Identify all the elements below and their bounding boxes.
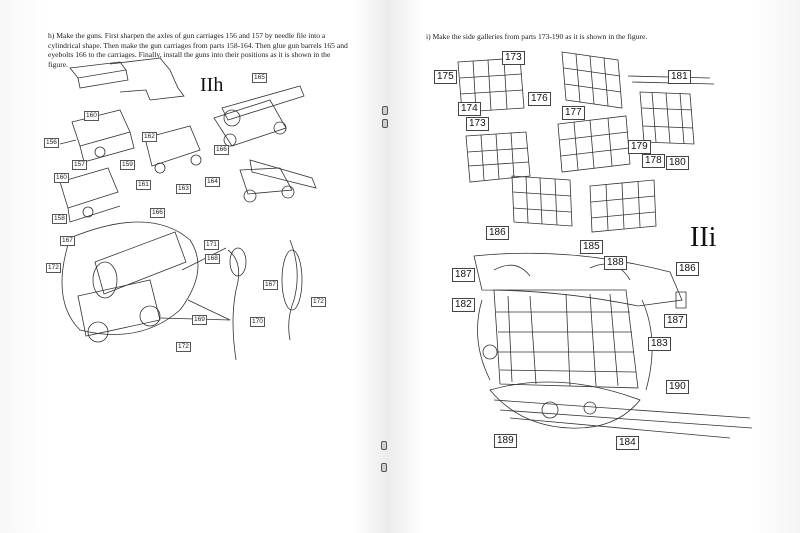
right-figure-title: IIi [690,222,717,253]
part-label: 170 [250,317,265,327]
part-label: 160 [54,173,69,183]
part-label: 157 [72,160,87,170]
left-figure-title: IIh [200,74,224,96]
part-label: 173 [502,51,525,65]
part-label: 167 [60,236,75,246]
part-label: 178 [642,154,665,168]
part-label: 164 [205,177,220,187]
part-label: 173 [466,117,489,131]
part-label: 167 [263,280,278,290]
part-label: 179 [628,140,651,154]
part-label: 171 [204,240,219,250]
staple [381,441,387,450]
part-label: 159 [120,160,135,170]
part-label: 177 [562,106,585,120]
staple [381,463,387,472]
part-label: 190 [666,380,689,394]
part-label: 160 [84,111,99,121]
left-page: h) Make the guns. First sharpen the axle… [0,0,378,533]
part-label: 185 [580,240,603,254]
part-label: 158 [52,214,67,224]
part-label: 184 [616,436,639,450]
part-label: 189 [494,434,517,448]
left-page-instruction: h) Make the guns. First sharpen the axle… [48,31,348,69]
staple [382,106,388,115]
part-label: 168 [205,254,220,264]
part-label: 166 [214,145,229,155]
part-label: 172 [176,342,191,352]
part-label: 176 [528,92,551,106]
part-label: 183 [648,337,671,351]
part-label: 166 [150,208,165,218]
part-label: 186 [676,262,699,276]
part-label: 181 [668,70,691,84]
part-label: 161 [136,180,151,190]
part-label: 163 [176,184,191,194]
gun-assembly-drawing [59,57,317,361]
part-label: 172 [46,263,61,273]
part-label: 172 [311,297,326,307]
part-label: 156 [44,138,59,148]
part-label: 175 [434,70,457,84]
part-label: 174 [458,102,481,116]
right-page-instruction: i) Make the side galleries from parts 17… [426,32,648,41]
part-label: 182 [452,298,475,312]
part-label: 187 [452,268,475,282]
right-page: i) Make the side galleries from parts 17… [390,0,800,533]
part-label: 187 [664,314,687,328]
part-label: 169 [192,315,207,325]
part-label: 188 [604,256,627,270]
staple [382,119,388,128]
part-label: 180 [666,156,689,170]
part-label: 162 [142,132,157,142]
part-label: 186 [486,226,509,240]
part-label: 165 [252,73,267,83]
